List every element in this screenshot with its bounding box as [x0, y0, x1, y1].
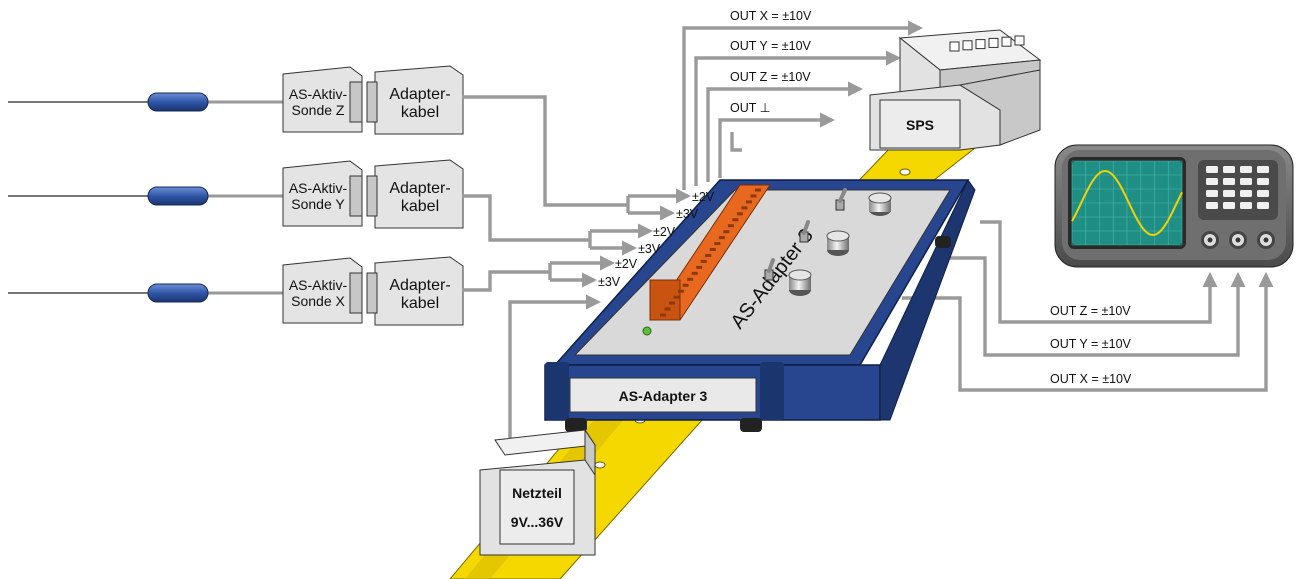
scope-key[interactable] [1240, 190, 1252, 197]
adapter-cable-box [374, 65, 464, 135]
sps-module: SPS [869, 29, 1042, 151]
wire-z-input [462, 95, 628, 207]
sps-wires [682, 20, 924, 190]
wire-sps-x [682, 20, 924, 190]
sps-out-y-label: OUT Y = ±10V [730, 39, 812, 53]
gain-knob-y[interactable] [826, 230, 850, 256]
oscilloscope [1054, 144, 1294, 268]
wire-sps-z [706, 81, 864, 182]
input-voltage-labels: ±2V ±3V ±2V ±3V ±2V ±3V [598, 190, 715, 289]
probe-handle [147, 283, 209, 303]
scope-wires [902, 220, 1274, 392]
probe-row-y: AS-Aktiv-Sonde Y Adapter-kabel [8, 159, 464, 229]
range-switch-y[interactable] [799, 220, 810, 243]
as-adapter-device: AS-Adapter 3 AS-Adapter 3 [544, 179, 976, 432]
scope-key[interactable] [1206, 166, 1218, 173]
wire-y-input [462, 194, 590, 242]
wire-psu [508, 294, 602, 440]
probe-row-x: AS-Aktiv-Sonde X Adapter-kabel [8, 256, 464, 326]
power-supply: Netzteil 9V...36V [479, 428, 596, 556]
power-led [642, 326, 652, 336]
probe-module-label-1: Sonde X [291, 293, 345, 309]
scope-input-x-icon [1201, 231, 1219, 249]
sps-out-gnd-label: OUT ⊥ [730, 101, 771, 115]
adapter-cable-label-0: Adapter- [389, 86, 450, 103]
scope-key[interactable] [1206, 190, 1218, 197]
sps-out-x-label: OUT X = ±10V [730, 9, 812, 23]
scope-out-x-label: OUT X = ±10V [1050, 372, 1132, 386]
adapter-cable-label-0: Adapter- [389, 277, 450, 294]
input-y-2v: ±2V [653, 225, 676, 239]
scope-trace [1071, 169, 1183, 237]
connector-pins [660, 188, 761, 317]
scope-key[interactable] [1223, 178, 1235, 185]
input-z-2v: ±2V [692, 190, 715, 204]
psu-voltage-label: 9V...36V [511, 514, 564, 530]
range-switch-x[interactable] [764, 258, 775, 281]
probe-row-z: AS-Aktiv-Sonde Z Adapter-kabel [8, 65, 464, 135]
scope-out-z-label: OUT Z = ±10V [1050, 304, 1131, 318]
probe-module-label-0: AS-Aktiv- [289, 180, 348, 196]
scope-key[interactable] [1240, 202, 1252, 209]
probe-module-label-0: AS-Aktiv- [289, 86, 348, 102]
adapter-cable-box [374, 256, 464, 326]
adapter-cable-label-1: kabel [401, 295, 439, 312]
scope-key[interactable] [1257, 178, 1269, 185]
scope-key[interactable] [1206, 178, 1218, 185]
wire-scope-z [980, 220, 1218, 324]
scope-output-labels: OUT Z = ±10V OUT Y = ±10V OUT X = ±10V [1050, 304, 1132, 386]
scope-key[interactable] [1223, 190, 1235, 197]
scope-key[interactable] [1257, 190, 1269, 197]
input-x-2v: ±2V [615, 257, 638, 271]
wire-sps-gnd [718, 112, 836, 178]
scope-key[interactable] [1223, 166, 1235, 173]
scope-key[interactable] [1206, 202, 1218, 209]
scope-key[interactable] [1240, 166, 1252, 173]
probe-module-label-0: AS-Aktiv- [289, 277, 348, 293]
adapter-cable-label-1: kabel [401, 198, 439, 215]
scope-key[interactable] [1223, 202, 1235, 209]
probe-module-label-1: Sonde Y [291, 196, 345, 212]
probe-handle [147, 92, 209, 112]
scope-out-y-label: OUT Y = ±10V [1050, 337, 1132, 351]
scope-key[interactable] [1257, 202, 1269, 209]
sps-output-labels: OUT X = ±10V OUT Y = ±10V OUT Z = ±10V O… [730, 9, 812, 115]
gain-knob-x[interactable] [788, 269, 812, 296]
wire-x-input [462, 270, 550, 292]
scope-input-z-icon [1257, 231, 1275, 249]
input-y-3v: ±3V [638, 242, 661, 256]
scope-key[interactable] [1257, 166, 1269, 173]
range-switch-z[interactable] [835, 188, 847, 211]
adapter-cable-label-1: kabel [401, 104, 439, 121]
scope-key[interactable] [1240, 178, 1252, 185]
input-x-3v: ±3V [598, 275, 621, 289]
scope-input-y-icon [1229, 231, 1247, 249]
adapter-cable-box [374, 159, 464, 229]
probe-group: AS-Aktiv-Sonde ZAdapter-kabelAS-Aktiv-So… [8, 65, 464, 326]
probe-handle [147, 186, 209, 206]
probe-module-label-1: Sonde Z [292, 102, 345, 118]
sps-out-z-label: OUT Z = ±10V [730, 70, 811, 84]
psu-label: Netzteil [512, 485, 562, 501]
adapter-label-plate [569, 377, 757, 413]
adapter-cable-label-0: Adapter- [389, 180, 450, 197]
input-wires [462, 95, 692, 440]
sps-label: SPS [906, 117, 934, 133]
wire-sps-y [694, 50, 902, 186]
gain-knob-z[interactable] [868, 192, 892, 216]
wire-scope-y [942, 256, 1246, 357]
adapter-label: AS-Adapter 3 [619, 388, 708, 404]
wire-scope-x [902, 271, 1274, 392]
input-z-3v: ±3V [676, 207, 699, 221]
